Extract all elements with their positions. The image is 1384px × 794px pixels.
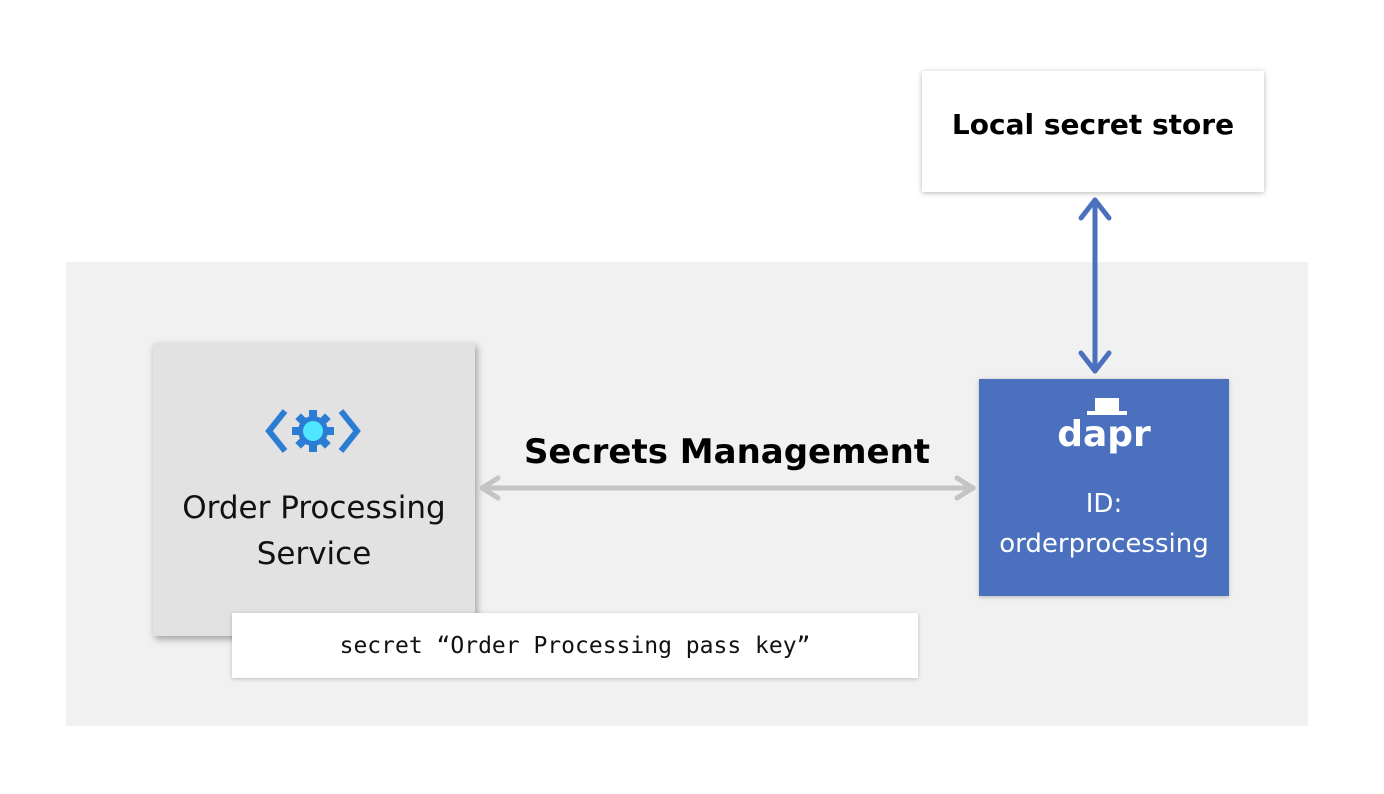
api-gear-icon — [265, 409, 361, 453]
local-secret-store-label: Local secret store — [951, 108, 1235, 141]
order-processing-service-box: Order Processing Service — [153, 343, 475, 636]
secrets-management-label: Secrets Management — [523, 432, 931, 472]
sidecar-id: ID: orderprocessing — [979, 484, 1229, 564]
local-secret-store-box: Local secret store — [922, 71, 1264, 192]
dapr-sidecar-box: dapr ID: orderprocessing — [979, 379, 1229, 596]
store-sidecar-arrow — [1078, 197, 1112, 374]
dapr-logo-text: dapr — [1057, 414, 1151, 455]
secret-label: secret “Order Processing pass key” — [339, 632, 811, 659]
dapr-logo: dapr — [1057, 398, 1151, 455]
service-name: Order Processing Service — [153, 485, 475, 577]
secret-box: secret “Order Processing pass key” — [232, 613, 918, 678]
dapr-logo-hat-icon — [1095, 398, 1119, 412]
service-name-line2: Service — [256, 536, 372, 572]
secrets-management-arrow — [479, 475, 976, 501]
sidecar-id-value: orderprocessing — [999, 529, 1209, 559]
service-name-line1: Order Processing — [182, 490, 446, 526]
sidecar-id-label: ID: — [1085, 489, 1123, 519]
